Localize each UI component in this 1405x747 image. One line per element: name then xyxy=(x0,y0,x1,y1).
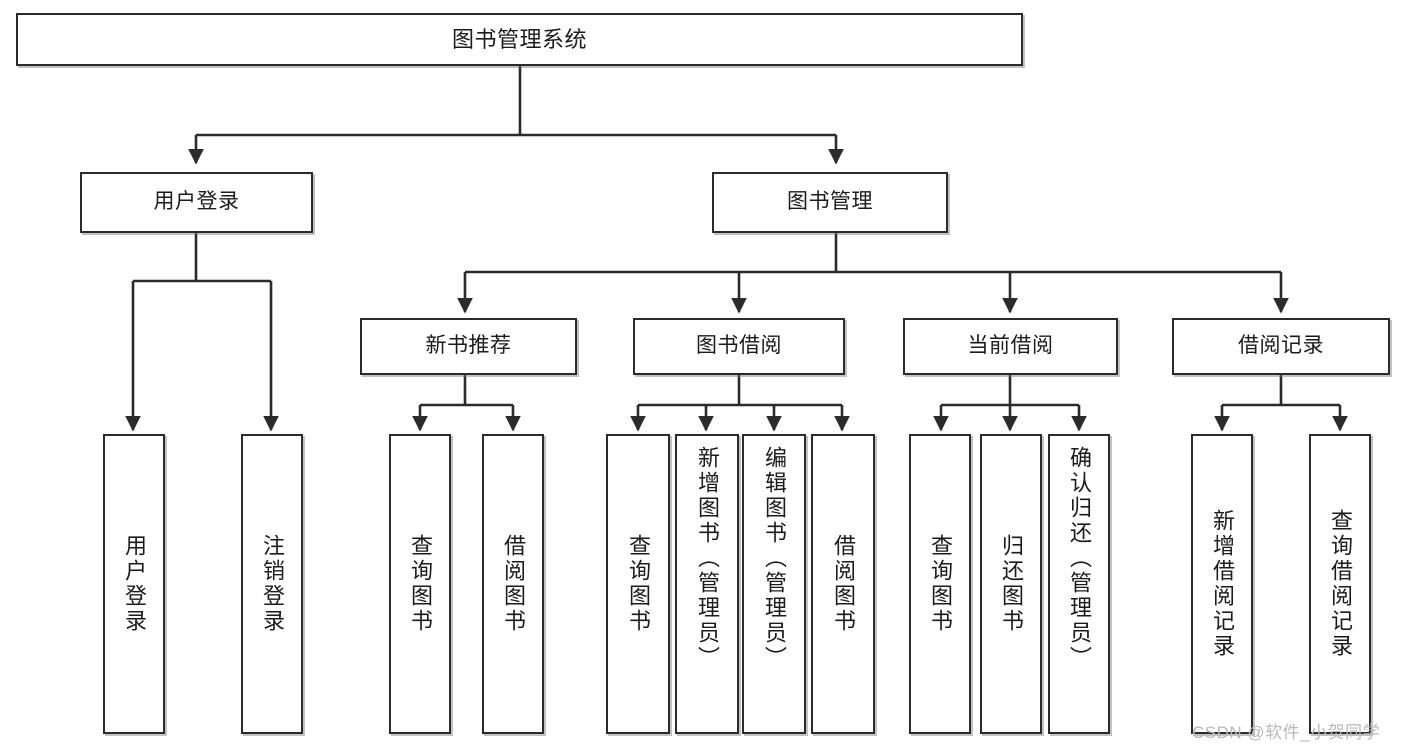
leaf-query-record[interactable]: 查询借阅记录 xyxy=(1309,434,1371,734)
node-book-manage[interactable]: 图书管理 xyxy=(712,172,948,233)
leaf-edit-book[interactable]: 编辑图书（管理员） xyxy=(742,434,806,734)
leaf-query-book-3-label: 查询图书 xyxy=(928,534,953,634)
leaf-query-book-1[interactable]: 查询图书 xyxy=(389,434,451,734)
leaf-add-book[interactable]: 新增图书（管理员） xyxy=(675,434,739,734)
node-book-borrow[interactable]: 图书借阅 xyxy=(633,318,845,375)
leaf-borrow-book-1[interactable]: 借阅图书 xyxy=(482,434,544,734)
leaf-user-login[interactable]: 用户登录 xyxy=(103,434,165,734)
node-new-book-recommend[interactable]: 新书推荐 xyxy=(360,318,577,375)
leaf-query-record-label: 查询借阅记录 xyxy=(1328,509,1353,659)
leaf-query-book-2-label: 查询图书 xyxy=(626,534,651,634)
leaf-return-book-label: 归还图书 xyxy=(999,534,1024,634)
leaf-borrow-book-2-label: 借阅图书 xyxy=(831,534,856,634)
node-new-book-recommend-label: 新书推荐 xyxy=(425,334,512,358)
leaf-confirm-return-label: 确认归还（管理员） xyxy=(1067,446,1092,671)
node-borrow-record-label: 借阅记录 xyxy=(1238,334,1324,358)
node-borrow-record[interactable]: 借阅记录 xyxy=(1172,318,1390,375)
leaf-logout-login-label: 注销登录 xyxy=(260,534,285,634)
leaf-query-book-2[interactable]: 查询图书 xyxy=(606,434,670,734)
leaf-add-record[interactable]: 新增借阅记录 xyxy=(1191,434,1253,734)
node-current-borrow-label: 当前借阅 xyxy=(967,334,1054,358)
node-root[interactable]: 图书管理系统 xyxy=(16,13,1023,66)
leaf-edit-book-label: 编辑图书（管理员） xyxy=(762,446,787,671)
node-user-login[interactable]: 用户登录 xyxy=(80,172,313,233)
node-book-manage-label: 图书管理 xyxy=(787,190,873,214)
leaf-query-book-1-label: 查询图书 xyxy=(408,534,433,634)
leaf-return-book[interactable]: 归还图书 xyxy=(980,434,1042,734)
leaf-borrow-book-1-label: 借阅图书 xyxy=(501,534,526,634)
leaf-user-login-label: 用户登录 xyxy=(122,534,147,634)
node-root-label: 图书管理系统 xyxy=(451,26,587,52)
leaf-add-record-label: 新增借阅记录 xyxy=(1210,509,1235,659)
node-current-borrow[interactable]: 当前借阅 xyxy=(903,318,1118,375)
node-user-login-label: 用户登录 xyxy=(153,190,240,214)
leaf-logout-login[interactable]: 注销登录 xyxy=(241,434,303,734)
leaf-confirm-return[interactable]: 确认归还（管理员） xyxy=(1048,434,1110,734)
leaf-borrow-book-2[interactable]: 借阅图书 xyxy=(811,434,875,734)
leaf-add-book-label: 新增图书（管理员） xyxy=(695,446,720,671)
node-book-borrow-label: 图书借阅 xyxy=(696,334,782,358)
leaf-query-book-3[interactable]: 查询图书 xyxy=(909,434,971,734)
